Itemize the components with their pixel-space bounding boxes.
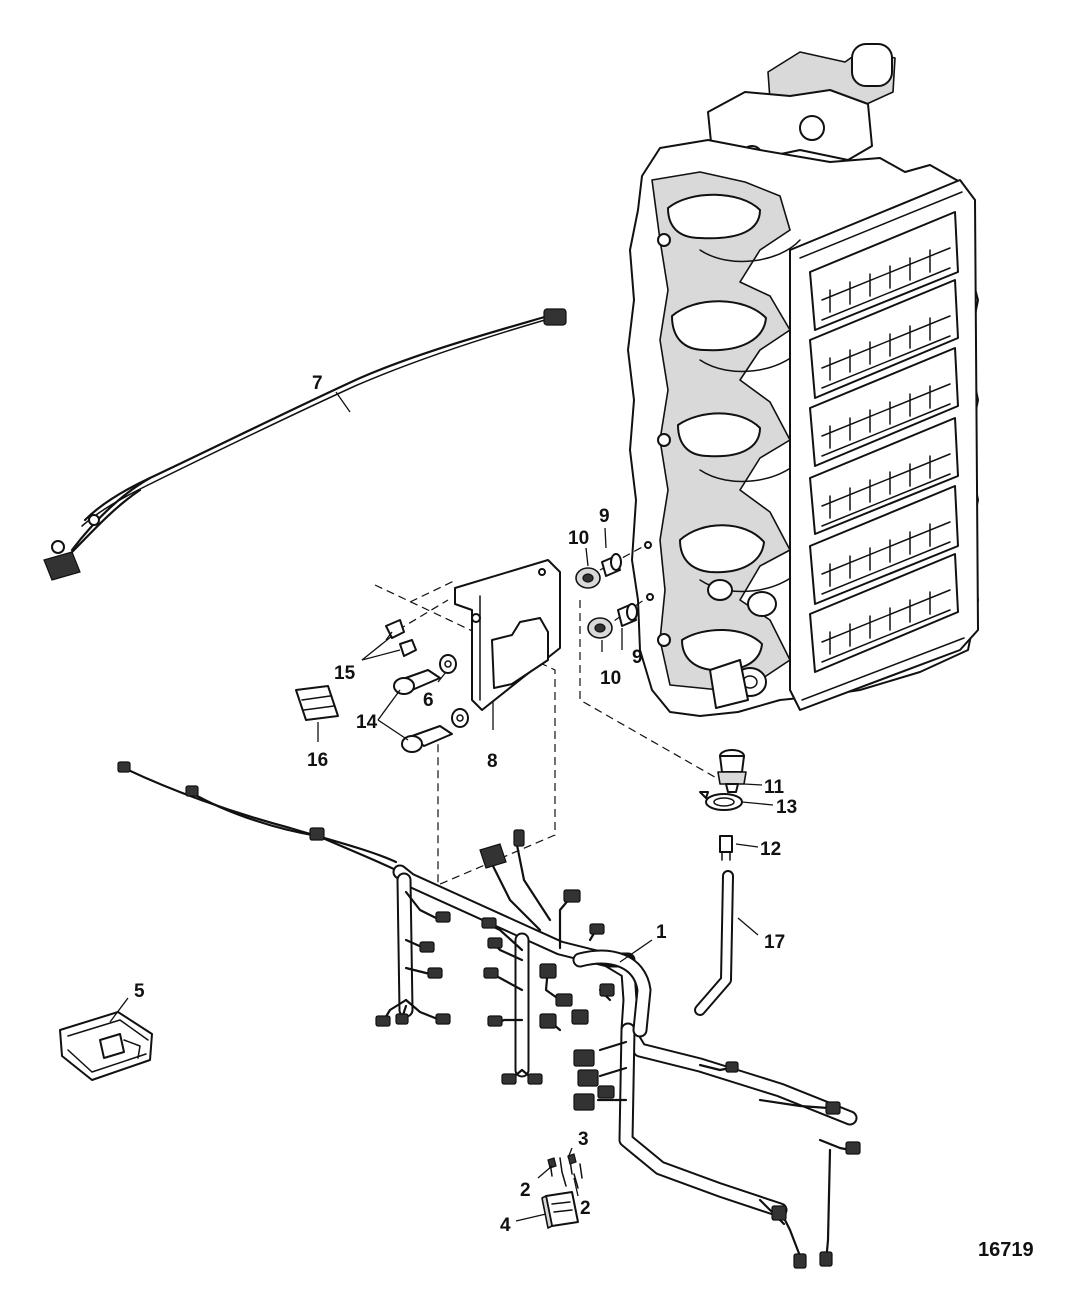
part-4-connector-body [541, 1191, 579, 1229]
callout-13: 13 [776, 797, 797, 818]
callout-17: 17 [764, 932, 785, 953]
callout-15: 15 [334, 663, 356, 684]
callout-5: 5 [134, 981, 145, 1002]
part-10-grommets [575, 567, 613, 639]
part-17-hose [694, 870, 734, 1016]
callout-10-top: 10 [568, 528, 589, 549]
callout-6: 6 [423, 690, 434, 711]
callout-9-top: 9 [599, 506, 610, 527]
callout-12: 12 [760, 839, 781, 860]
callout-2-left: 2 [520, 1180, 531, 1201]
part-13-clamp [699, 791, 743, 811]
part-15-clips [385, 619, 417, 657]
callout-16: 16 [307, 750, 328, 771]
callout-10-bottom: 10 [600, 668, 621, 689]
callout-3: 3 [578, 1129, 589, 1150]
callout-4: 4 [500, 1215, 511, 1236]
part-1-main-harness [117, 761, 861, 1269]
part-12-fitting [719, 835, 733, 861]
figure-number: 16719 [978, 1239, 1034, 1261]
part-9-spacers [601, 553, 638, 627]
callout-7: 7 [312, 373, 323, 394]
callout-9-bottom: 9 [632, 647, 643, 668]
callout-2-right: 2 [580, 1198, 591, 1219]
part-3-terminals [547, 1153, 583, 1189]
part-5-connector [59, 1011, 153, 1081]
part-8-bracket-plate [454, 559, 561, 711]
part-16-connector [295, 685, 339, 721]
callout-1: 1 [656, 922, 667, 943]
callout-11: 11 [764, 777, 785, 798]
part-7-sensor-harness [43, 308, 567, 581]
crankcase-block [627, 43, 979, 717]
callout-14: 14 [356, 712, 378, 733]
part-6-washers [439, 654, 469, 728]
callout-leaders [109, 391, 774, 1222]
callout-8: 8 [487, 751, 498, 772]
part-11-sensor [717, 749, 747, 793]
callout-labels: 1 2 2 3 4 5 6 7 8 9 9 10 10 11 12 13 14 … [134, 373, 1034, 1261]
part-14-screws [393, 669, 453, 753]
